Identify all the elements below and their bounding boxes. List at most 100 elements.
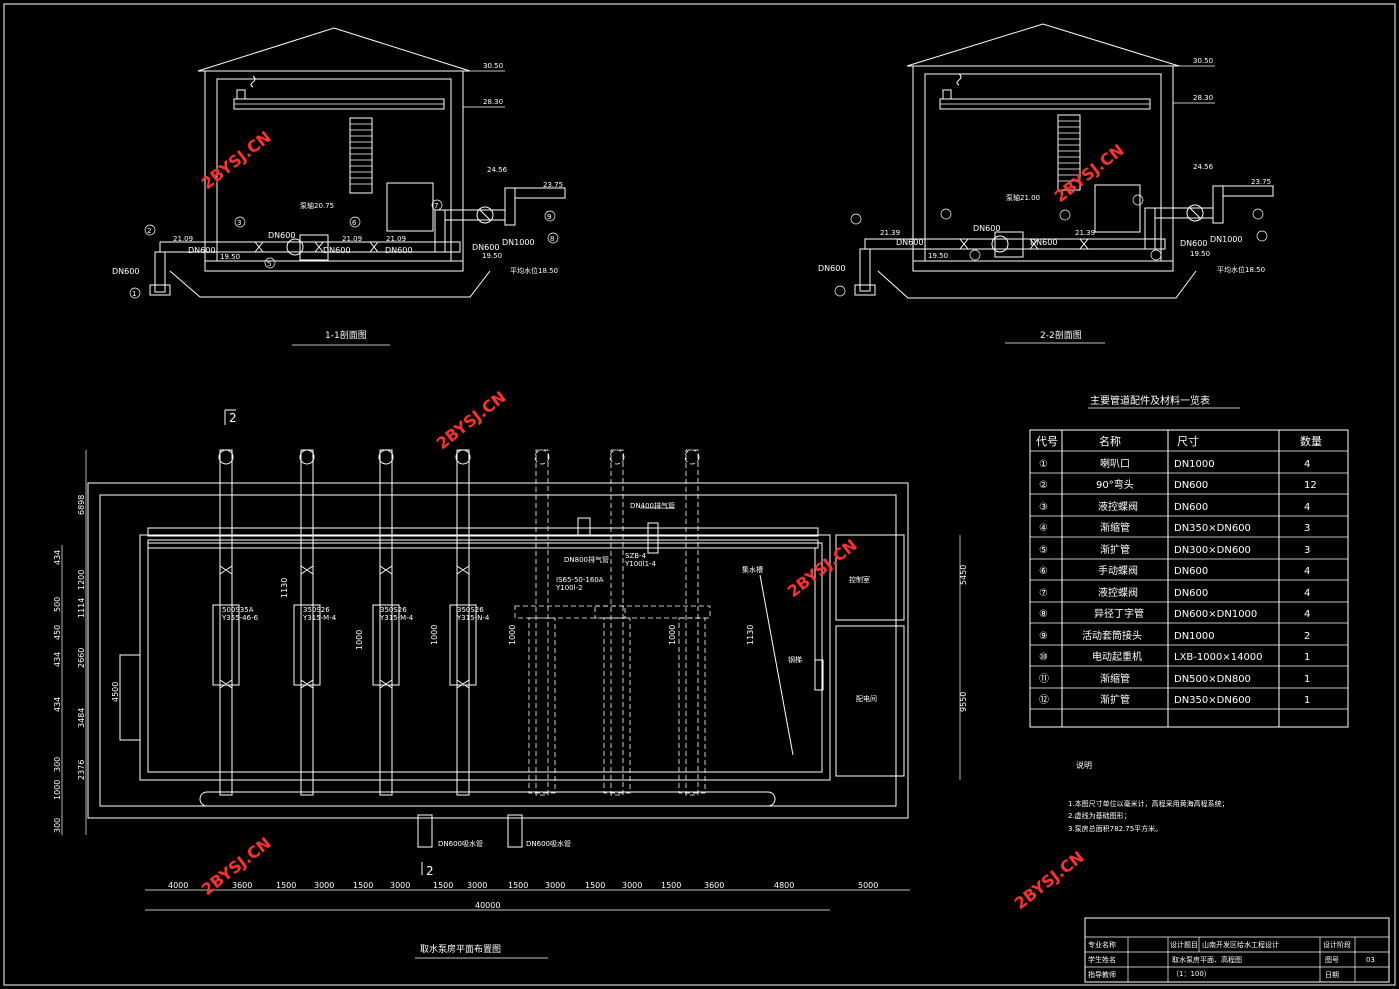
pump-4-model: 350S26	[457, 606, 484, 614]
dn800-vent: DN800排气管	[564, 555, 609, 564]
left-dim-4: 500	[53, 597, 62, 612]
svg-text:1: 1	[132, 290, 136, 298]
row-4-name: 渐缩管	[1100, 521, 1130, 534]
bottom-dim-5: 1500	[353, 881, 373, 890]
row-11-code: ⑪	[1039, 673, 1049, 685]
bottom-dim-4: 3000	[314, 881, 334, 890]
s1-dn600-a: DN600	[112, 267, 139, 276]
intake-basin	[169, 270, 491, 298]
control-room	[835, 534, 905, 621]
dim-1130-b: 1130	[746, 625, 755, 645]
row-10-qty: 1	[1304, 652, 1310, 663]
pump-units	[212, 604, 711, 794]
callouts-2	[834, 194, 1268, 297]
vacuum-pump2-model: SZB-4	[625, 552, 647, 560]
s2-elev-roof: 30.50	[1193, 57, 1213, 65]
s1-water-level: 平均水位18.50	[510, 266, 558, 275]
left-dim-6: 450	[53, 625, 62, 640]
row-9-code: ⑨	[1039, 631, 1048, 642]
notes: 说明 1.本图尺寸单位以毫米计，高程采用黄海高程系统； 2.虚线为基础图形； 3…	[1068, 760, 1229, 833]
row-8-name: 异径丁字管	[1094, 607, 1144, 620]
bottom-dim-2: 3600	[232, 881, 252, 890]
table-header-code: 代号	[1036, 435, 1058, 448]
dn400-vent: DN400排气管	[630, 501, 675, 510]
row-8-code: ⑧	[1039, 609, 1048, 620]
notes-title: 说明	[1076, 760, 1092, 770]
bottom-dim-14: 3600	[704, 881, 724, 890]
dim-1130-a: 1130	[280, 578, 289, 598]
note-1: 1.本图尺寸单位以毫米计，高程采用黄海高程系统；	[1068, 799, 1229, 808]
control-room-label: 控制室	[849, 575, 870, 584]
tb-instructor: 指导教师	[1088, 970, 1116, 979]
s2-elev-crane: 28.30	[1193, 94, 1213, 102]
s1-dn600-d: DN600	[323, 246, 350, 255]
row-7-code: ⑦	[1039, 588, 1048, 599]
left-dim-3: 1200	[77, 570, 86, 590]
svg-text:7: 7	[434, 202, 438, 210]
row-1-qty: 4	[1304, 459, 1310, 470]
s2-dn600-e: DN600	[1180, 239, 1207, 248]
section-mark-bottom: 2	[426, 864, 434, 878]
bottom-dim-15: 4800	[774, 881, 794, 890]
section-mark-top: 2	[229, 411, 237, 425]
row-8-size: DN600×DN1000	[1174, 609, 1257, 620]
row-7-size: DN600	[1174, 588, 1208, 599]
suction-pipe	[159, 241, 461, 253]
plan-title: 取水泵房平面布置图	[420, 943, 501, 955]
bottom-dim-6: 3000	[390, 881, 410, 890]
bottom-dim-1: 4000	[168, 881, 188, 890]
steel-ladder-label: 钢梯	[788, 655, 802, 664]
row-12-name: 渐扩管	[1100, 693, 1130, 706]
row-5-code: ⑤	[1039, 545, 1048, 556]
s2-dn600-b: DN600	[896, 238, 923, 247]
pump-4-motor: Y315-N-4	[456, 614, 490, 622]
tb-major: 专业名称	[1088, 940, 1116, 949]
s2-dn600-c: DN600	[973, 224, 1000, 233]
dim-1000-d: 1000	[668, 625, 677, 645]
note-3: 3.泵房总面积782.75平方米。	[1068, 824, 1162, 833]
drawing-frame	[3, 3, 1396, 986]
pump-1-model: 500S35A	[222, 606, 254, 614]
inner-dim-4500: 4500	[111, 682, 120, 702]
left-dim-8: 2660	[77, 648, 86, 668]
bottom-dim-12: 3000	[622, 881, 642, 890]
left-dim-2: 434	[53, 550, 62, 565]
row-6-size: DN600	[1174, 566, 1208, 577]
s1-elev-b: 21.09	[342, 235, 362, 243]
row-2-code: ②	[1039, 480, 1048, 491]
suction-collector	[199, 791, 776, 807]
note-2: 2.虚线为基础图形；	[1068, 811, 1131, 820]
bottom-dim-3: 1500	[276, 881, 296, 890]
s2-dn1000: DN1000	[1210, 235, 1243, 244]
svg-text:8: 8	[550, 235, 554, 243]
s1-elev-out2: 23.75	[543, 181, 563, 189]
pump-hall	[139, 534, 831, 781]
section-1-title: 1-1剖面图	[325, 329, 367, 341]
table-header-qty: 数量	[1300, 435, 1322, 448]
left-dim-9: 434	[53, 697, 62, 712]
s2-elev-out2: 23.75	[1251, 178, 1271, 186]
section-1-1: 30.50 28.30 213 567 98 泵轴20.	[112, 27, 566, 346]
left-dim-14: 300	[53, 818, 62, 833]
tb-topic-label: 设计题目	[1170, 940, 1198, 949]
row-1-code: ①	[1039, 459, 1048, 470]
svg-text:2: 2	[147, 227, 151, 235]
row-5-qty: 3	[1304, 545, 1310, 556]
svg-text:6: 6	[352, 219, 357, 227]
stair-2	[1057, 114, 1081, 191]
tb-drawing-name: 取水泵房平面、高程图	[1172, 955, 1242, 964]
svg-text:9: 9	[547, 213, 551, 221]
row-10-name: 电动起重机	[1092, 650, 1142, 663]
section-2-title: 2-2剖面图	[1040, 329, 1082, 341]
s2-dn600-a: DN600	[818, 264, 845, 273]
watermark-1: 2BYSJ.CN	[198, 127, 275, 193]
pump-1-motor: Y355-46-6	[221, 614, 259, 622]
s1-dn600-c: DN600	[268, 231, 295, 240]
pump-3-model: 350S26	[380, 606, 407, 614]
crane-hook-icon-2	[956, 73, 962, 86]
row-3-size: DN600	[1174, 502, 1208, 513]
vacuum-pump2-motor: Y100l1-4	[624, 560, 657, 568]
watermark-2: 2BYSJ.CN	[1051, 140, 1128, 206]
row-9-qty: 2	[1304, 631, 1310, 642]
